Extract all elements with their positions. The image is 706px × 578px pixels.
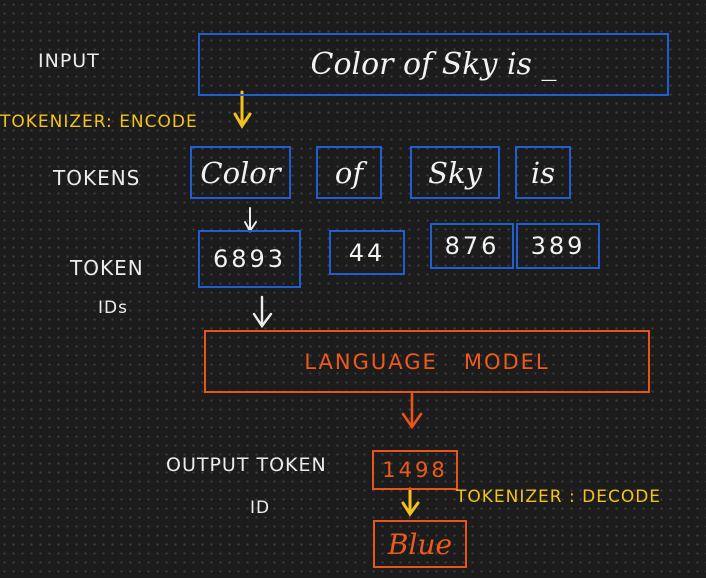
token-id-text: 876: [444, 232, 500, 260]
tokens-label: TOKENS: [53, 166, 141, 190]
token-id-box-0: 6893: [198, 230, 301, 288]
output-label-line1: OUTPUT TOKEN: [166, 454, 327, 476]
token-text: of: [334, 155, 364, 190]
input-text: Color of Sky is _: [310, 47, 557, 82]
token-box-0: Color: [190, 146, 291, 199]
token-text: Color: [200, 155, 281, 190]
token-id-box-1: 44: [329, 230, 405, 275]
output-id-box: 1498: [372, 450, 458, 490]
token-id-text: 44: [348, 238, 386, 267]
decode-label: TOKENIZER : DECODE: [456, 487, 662, 507]
output-id-text: 1498: [382, 458, 448, 482]
model-to-output-arrow: [401, 392, 423, 430]
encode-arrow: [233, 90, 252, 129]
tokens-to-ids-arrow: [244, 207, 257, 233]
encode-label: TOKENIZER: ENCODE: [0, 112, 198, 132]
ids-to-model-arrow: [252, 295, 273, 329]
token-text: Sky: [428, 155, 482, 190]
token-id-text: 389: [530, 232, 586, 260]
token-id-box-3: 389: [516, 223, 600, 269]
token-box-3: is: [515, 146, 571, 199]
token-ids-label-line2: IDs: [98, 298, 128, 318]
output-word-box: Blue: [373, 520, 467, 568]
output-word-text: Blue: [387, 527, 453, 561]
input-box: Color of Sky is _: [198, 33, 669, 96]
input-label: INPUT: [38, 50, 100, 72]
token-text: is: [530, 155, 556, 190]
token-ids-label-line1: TOKEN: [70, 256, 144, 280]
token-box-1: of: [316, 146, 382, 199]
language-model-box: LANGUAGE MODEL: [204, 330, 650, 393]
token-box-2: Sky: [410, 146, 500, 199]
token-id-text: 6893: [212, 245, 287, 273]
language-model-label: LANGUAGE MODEL: [304, 349, 550, 374]
output-label-line2: ID: [250, 498, 271, 518]
token-id-box-2: 876: [430, 223, 514, 269]
decode-arrow: [401, 487, 420, 517]
